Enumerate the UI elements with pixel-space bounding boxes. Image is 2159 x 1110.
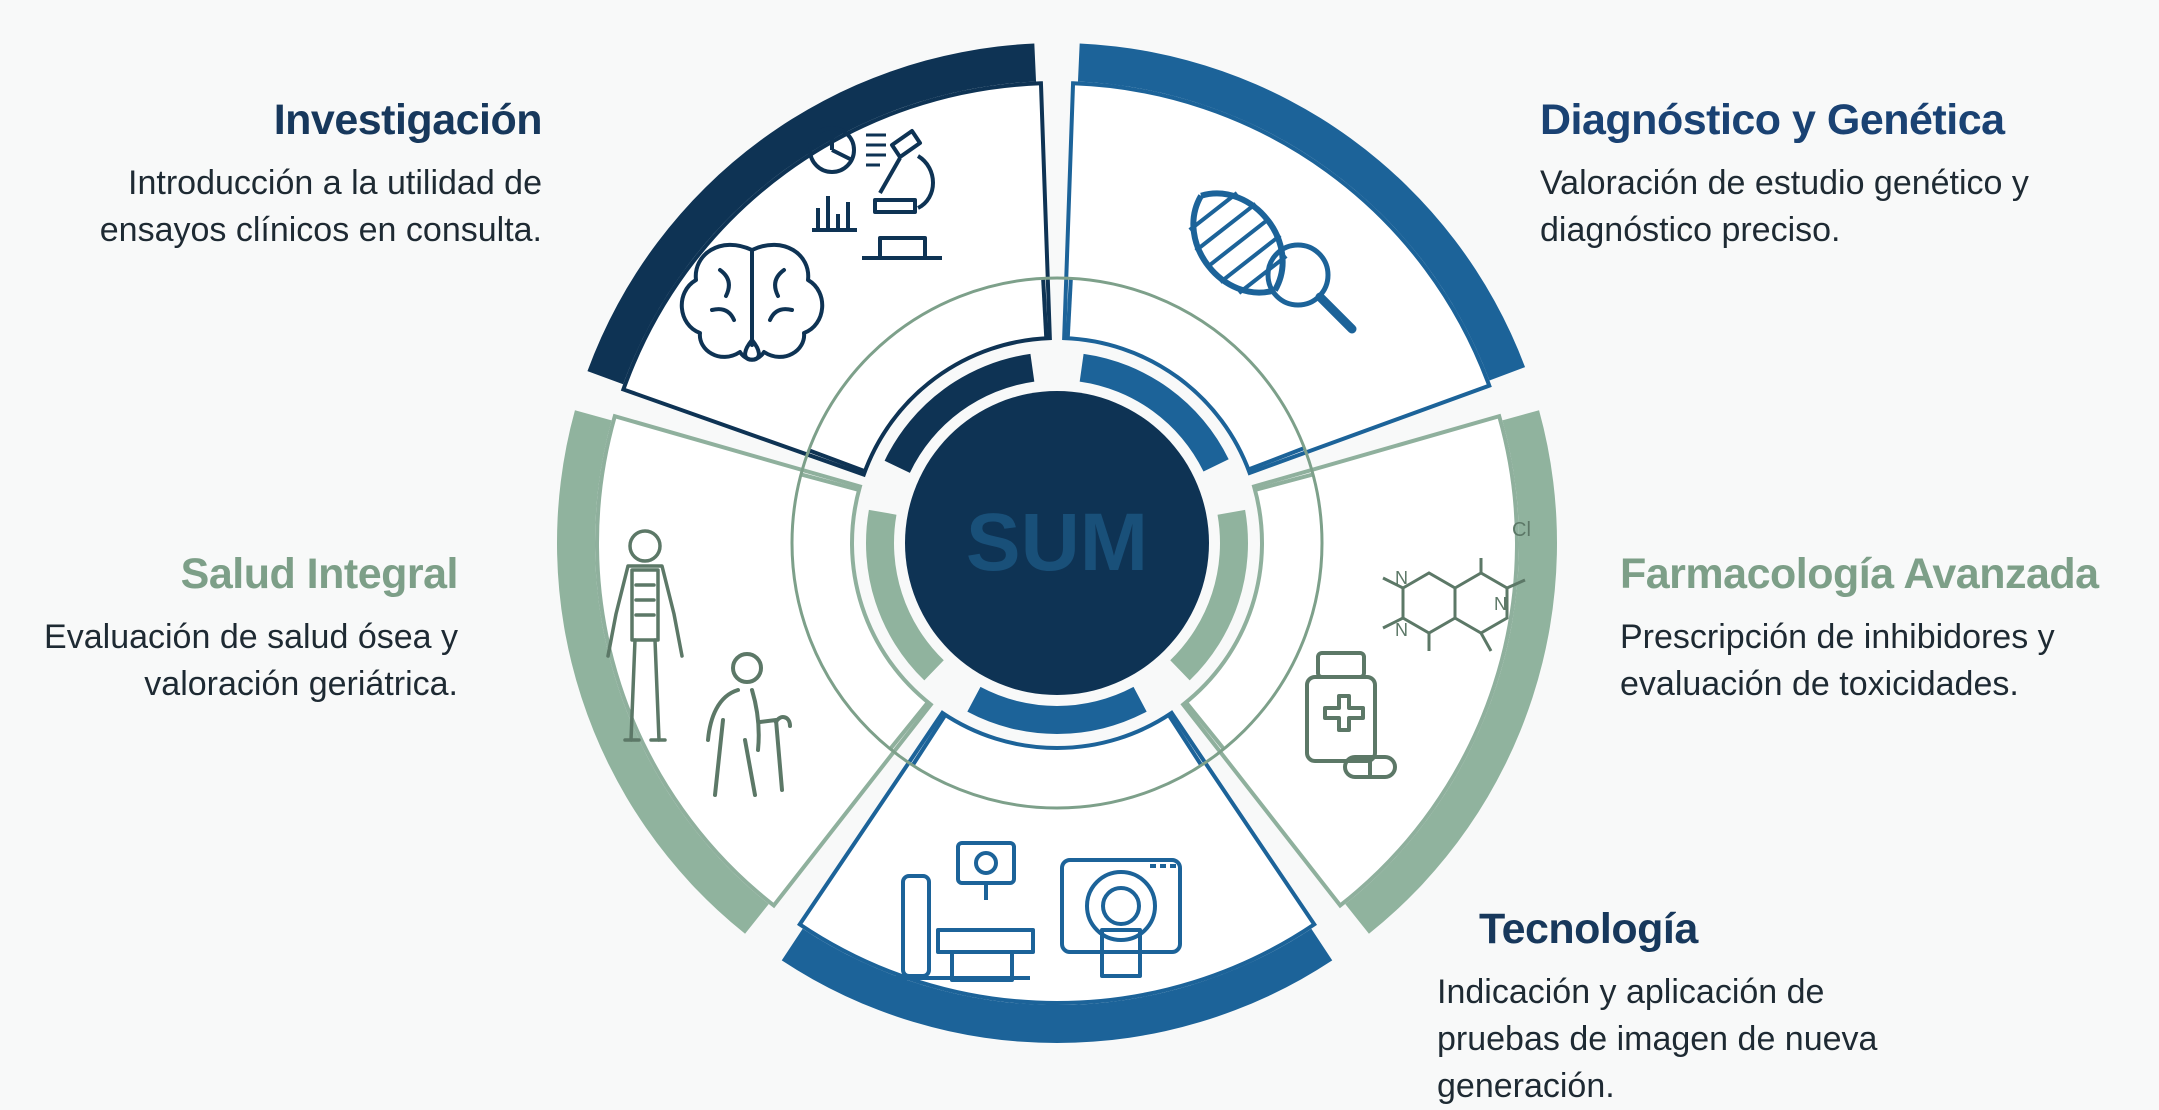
outer-arc-layer: [557, 43, 1558, 1043]
segment-panel-farmacologia: [1180, 413, 1519, 909]
outer-arc-diagnostico: [1077, 43, 1526, 381]
inner-arc-tecnologia: [967, 686, 1147, 734]
segment-salud: Salud Integral Evaluación de salud ósea …: [10, 550, 459, 708]
mid-ring-outline: [790, 276, 1324, 810]
elderly-person-icon: [706, 652, 792, 797]
inner-arc-farmacologia: [1170, 509, 1248, 681]
molecule-icon: Cl N N N: [1382, 519, 1531, 652]
magnifier-icon: [1265, 242, 1357, 334]
inner-divider-diagnostico-1: [1065, 278, 1073, 339]
inner-divider-salud-2: [800, 472, 860, 492]
pill-icon: [1343, 755, 1397, 779]
microscope-icon: [862, 129, 942, 260]
segment-diagnostico: Diagnóstico y Genética Valoración de est…: [1540, 96, 2140, 254]
inner-arc-salud: [866, 509, 944, 681]
inner-divider-tecnologia-1: [1166, 713, 1204, 767]
bar-chart-icon: [812, 196, 857, 232]
segment-description: Evaluación de salud ósea y valoración ge…: [44, 618, 458, 704]
segment-investigacion: Investigación Introducción a la utilidad…: [40, 96, 543, 254]
outer-arc-tecnologia: [781, 928, 1333, 1043]
skeleton-icon: [606, 529, 684, 742]
segment-panel-investigacion: [620, 81, 1052, 478]
svg-text:N: N: [1395, 568, 1408, 588]
inner-divider-investigacion-1: [808, 448, 866, 474]
segment-title: Diagnóstico y Genética: [1540, 96, 2005, 144]
center-logo: SUM: [966, 497, 1148, 588]
center-hub: [905, 391, 1209, 695]
segment-title: Tecnología: [1479, 905, 1698, 953]
inner-divider-farmacologia-2: [1184, 701, 1226, 751]
segment-description: Introducción a la utilidad de ensayos cl…: [99, 164, 542, 250]
segment-description: Valoración de estudio genético y diagnós…: [1540, 164, 2029, 250]
medicine-bottle-icon: [1305, 651, 1377, 763]
inner-divider-salud-1: [888, 701, 930, 751]
mri-scanner-icon: [1060, 858, 1182, 978]
segment-farmacologia: Farmacología Avanzada Prescripción de in…: [1620, 550, 2150, 708]
inner-divider-tecnologia-2: [910, 713, 948, 767]
svg-text:Cl: Cl: [1512, 519, 1531, 541]
outer-arc-investigacion: [587, 43, 1037, 385]
segment-panel-diagnostico: [1062, 81, 1492, 476]
svg-text:N: N: [1395, 620, 1408, 640]
outer-arc-salud: [557, 410, 769, 934]
segment-description: Prescripción de inhibidores y evaluación…: [1620, 618, 2055, 704]
imaging-machine-icon: [895, 841, 1035, 982]
pie-chart-icon: [808, 126, 886, 174]
segment-title: Salud Integral: [180, 550, 459, 598]
segment-description: Indicación y aplicación de pruebas de im…: [1437, 973, 1878, 1106]
outer-arc-farmacologia: [1345, 410, 1558, 934]
segment-title: Investigación: [273, 96, 543, 144]
segment-tecnologia: Tecnología Indicación y aplicación de pr…: [1437, 905, 2037, 1110]
inner-ring-layer: [790, 276, 1324, 810]
segment-layer: [595, 81, 1519, 1005]
inner-arc-investigacion: [884, 353, 1035, 473]
segment-title: Farmacología Avanzada: [1620, 550, 2099, 598]
segment-panel-salud: [595, 413, 934, 909]
svg-text:N: N: [1494, 594, 1507, 614]
brain-icon: [679, 242, 825, 362]
inner-divider-diagnostico-2: [1247, 446, 1306, 472]
inner-arc-diagnostico: [1079, 353, 1229, 472]
inner-divider-farmacologia-1: [1254, 472, 1314, 492]
inner-divider-investigacion-2: [1041, 278, 1049, 339]
